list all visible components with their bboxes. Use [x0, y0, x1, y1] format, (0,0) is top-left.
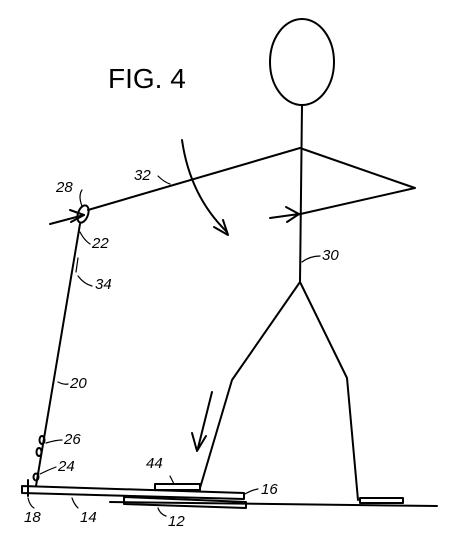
rotation-arrow-head [213, 219, 229, 236]
label-12: 12 [168, 513, 185, 530]
leader-28 [79, 189, 83, 207]
ground-line [109, 501, 438, 507]
board-12 [123, 496, 247, 509]
label-22: 22 [91, 235, 109, 252]
label-34: 34 [95, 276, 112, 293]
figure-right-arm [87, 147, 301, 211]
figure-left-arm [295, 147, 416, 216]
pad-44 [154, 483, 201, 491]
back-foot-pad [359, 497, 404, 504]
figure-title: FIG. 4 [108, 63, 186, 94]
figure-head [269, 18, 335, 106]
leader-16 [244, 488, 259, 495]
leader-14 [71, 497, 79, 509]
downward-arrow [197, 391, 213, 449]
leader-34 [77, 275, 93, 287]
leader-20 [57, 381, 69, 385]
label-14: 14 [80, 509, 97, 526]
label-18: 18 [24, 509, 41, 526]
leader-24 [39, 466, 57, 475]
leader-44 [169, 475, 175, 485]
downward-arrow-head [191, 432, 207, 452]
label-30: 30 [322, 247, 339, 264]
label-28: 28 [55, 179, 73, 196]
force-arrow-grip-head [69, 209, 85, 223]
label-16: 16 [261, 481, 278, 498]
leader-18 [27, 497, 35, 509]
force-arrow-torso-head [285, 206, 300, 223]
label-24: 24 [57, 458, 75, 475]
rotation-arrow [181, 139, 228, 233]
figure-torso [299, 104, 303, 283]
leader-22 [79, 231, 91, 245]
leader-12 [157, 507, 167, 517]
force-arrow-torso [269, 213, 300, 219]
label-32: 32 [134, 167, 151, 184]
leader-30 [301, 255, 321, 263]
figure-front-leg [199, 281, 301, 489]
label-44: 44 [146, 455, 163, 472]
tether-mark-34 [75, 257, 79, 273]
connector-26 [38, 435, 46, 445]
label-20: 20 [69, 375, 87, 392]
label-26: 26 [63, 431, 81, 448]
connector-26b [35, 447, 43, 457]
figure-back-leg [299, 281, 359, 501]
connector-24 [32, 472, 40, 482]
leader-26 [45, 439, 63, 444]
force-arrow-grip [49, 214, 85, 225]
leader-32 [157, 175, 171, 185]
